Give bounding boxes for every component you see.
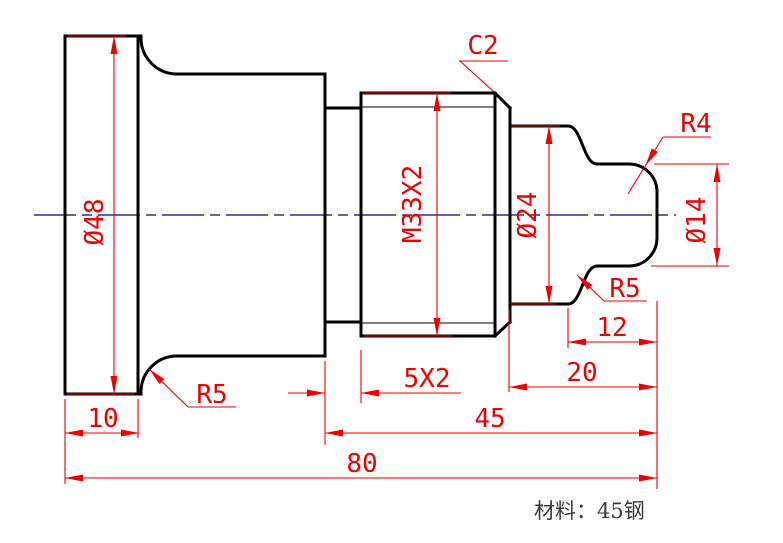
dim-thread-spec: M33X2: [362, 92, 451, 337]
arrowhead: [433, 318, 441, 336]
dim-text-flange-length: 10: [87, 404, 118, 434]
label-nose-radius: R4: [627, 109, 712, 195]
arrowhead: [361, 389, 379, 397]
label-text-flange-fillet: R5: [196, 380, 227, 410]
flange-fillet-top-arc: [139, 36, 179, 76]
neck-fillet-top-curve: [566, 124, 599, 166]
arrowhead: [325, 429, 343, 437]
shoulder-cylinder-section: [175, 72, 327, 358]
arrowhead: [65, 474, 83, 482]
arrowhead: [110, 36, 118, 54]
dim-flange-diameter: Ø48: [67, 35, 134, 395]
dim-text-relief-groove: 5X2: [404, 364, 451, 394]
label-neck-fillet: R5: [576, 274, 647, 304]
dim-text-right-section-length: 20: [566, 358, 597, 388]
label-text-chamfer: C2: [467, 31, 498, 61]
label-text-neck-fillet: R5: [609, 274, 640, 304]
arrowhead: [713, 164, 721, 182]
arrowhead: [639, 383, 657, 391]
end-section: [595, 162, 659, 268]
arrowhead: [577, 275, 593, 290]
arrowhead: [568, 338, 586, 346]
label-text-nose-radius: R4: [680, 109, 711, 139]
nose-radius-top-arc: [627, 162, 659, 194]
arrowhead: [65, 429, 83, 437]
label-flange-fillet: R5: [148, 368, 236, 410]
dim-text-thread-spec: M33X2: [398, 165, 428, 243]
arrowhead: [509, 383, 527, 391]
dim-end-diameter: Ø14: [651, 163, 729, 267]
dim-end-section-length: 12: [567, 308, 657, 348]
arrowhead: [713, 248, 721, 266]
dim-flange-length: 10: [64, 399, 139, 484]
arrowhead: [307, 389, 325, 397]
arrowhead: [545, 286, 553, 304]
chamfer-bottom-diagonal: [492, 319, 513, 339]
arrowhead: [433, 93, 441, 111]
relief-groove: [323, 106, 363, 324]
nose-radius-bottom-arc: [627, 236, 659, 268]
neck-fillet-bottom-curve: [566, 264, 599, 306]
dim-total-length: 80: [65, 301, 658, 489]
arrowhead: [639, 429, 657, 437]
flange-fillet-bottom-arc: [139, 354, 179, 394]
arrowhead: [545, 126, 553, 144]
arrowhead: [639, 474, 657, 482]
leader-line: [459, 60, 495, 93]
dim-text-end-section-length: 12: [596, 313, 627, 343]
dim-text-shoulder-to-end-length: 45: [474, 404, 505, 434]
dim-relief-groove: 5X2: [288, 350, 461, 445]
dim-text-flange-diameter: Ø48: [80, 199, 110, 246]
arrowhead: [639, 338, 657, 346]
arrowhead: [149, 369, 165, 384]
material-note: 材料：45钢: [534, 499, 645, 523]
label-chamfer: C2: [459, 31, 508, 93]
dimension-annotations: Ø48 M33X2 Ø24 Ø14: [64, 31, 729, 489]
dim-shoulder-to-end-length: 45: [325, 404, 657, 437]
arrowhead: [645, 148, 658, 166]
dim-text-middle-diameter: Ø24: [513, 192, 543, 239]
dim-middle-diameter: Ø24: [511, 125, 560, 305]
arrowhead: [110, 376, 118, 394]
dim-text-total-length: 80: [346, 449, 377, 479]
arrowhead: [121, 429, 139, 437]
dim-right-section-length: 20: [508, 310, 657, 392]
dim-text-end-diameter: Ø14: [682, 197, 712, 244]
chamfer-top-diagonal: [492, 90, 513, 111]
